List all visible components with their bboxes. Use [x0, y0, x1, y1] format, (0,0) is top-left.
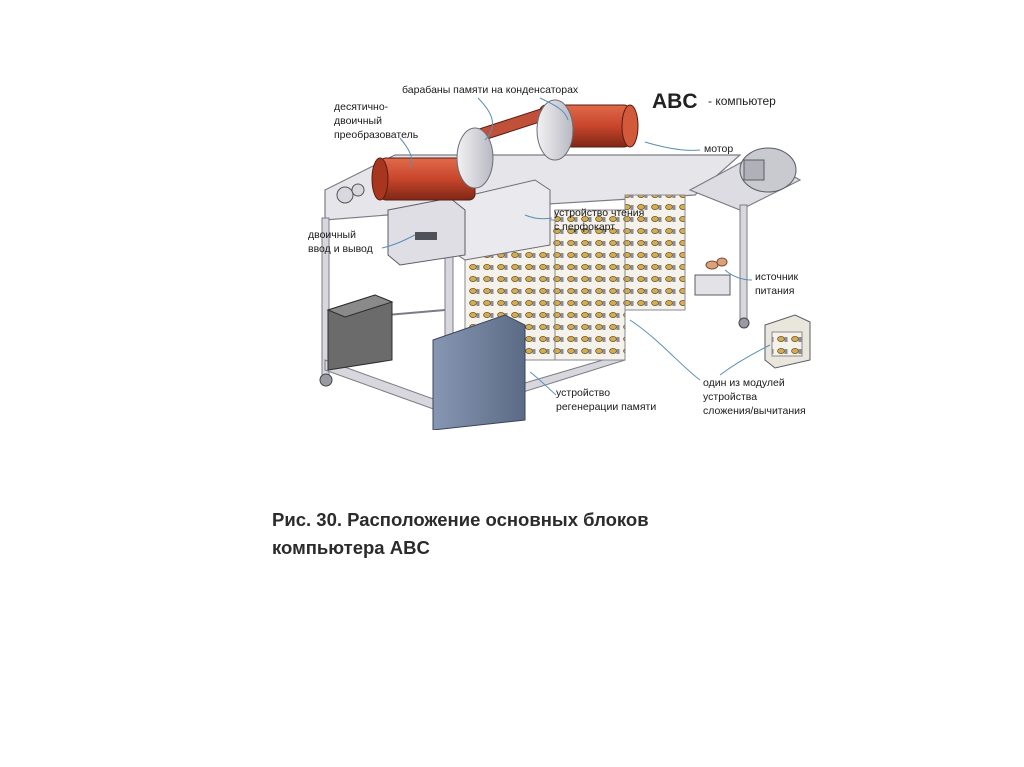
abc-computer-diagram: ABC - компьютер барабаны памяти на конде… — [300, 70, 830, 430]
label-converter: десятично- — [334, 101, 389, 113]
label-power: источник — [755, 271, 799, 283]
caption-line-2: компьютера ABC — [272, 537, 430, 558]
drum-disk — [536, 99, 574, 161]
caster-wheel — [738, 317, 750, 329]
frame-leg — [739, 204, 748, 326]
label-module: один из модулей — [703, 377, 785, 389]
label-converter: двоичный — [334, 115, 382, 127]
label-module: устройства — [703, 391, 757, 403]
drum-disk — [456, 127, 494, 189]
label-reader: с перфокарт — [554, 221, 615, 233]
label-io: двоичный — [308, 229, 356, 241]
caster-wheel — [319, 373, 333, 387]
diagram-svg: ABC - компьютер барабаны памяти на конде… — [308, 84, 811, 430]
label-module: сложения/вычитания — [703, 405, 806, 417]
diagram-title: ABC — [652, 90, 698, 113]
label-regen: устройство — [556, 387, 610, 399]
diagram-title-suffix: - компьютер — [708, 94, 776, 108]
tube-rack — [624, 194, 686, 311]
label-regen: регенерации памяти — [556, 401, 656, 413]
label-converter: преобразователь — [334, 129, 419, 141]
label-reader: устройство чтения — [554, 207, 644, 219]
label-io: ввод и вывод — [308, 243, 373, 255]
io-unit — [387, 197, 466, 266]
motor — [739, 147, 797, 193]
tube-rack — [554, 209, 626, 361]
figure-caption: Рис. 30. Расположение основных блоков ко… — [272, 506, 792, 562]
power-supply — [694, 274, 731, 296]
label-motor: мотор — [704, 143, 733, 155]
caption-line-1: Рис. 30. Расположение основных блоков — [272, 509, 649, 530]
label-power: питания — [755, 285, 794, 297]
regen-cabinet — [432, 314, 526, 430]
label-drums: барабаны памяти на конденсаторах — [402, 84, 579, 96]
